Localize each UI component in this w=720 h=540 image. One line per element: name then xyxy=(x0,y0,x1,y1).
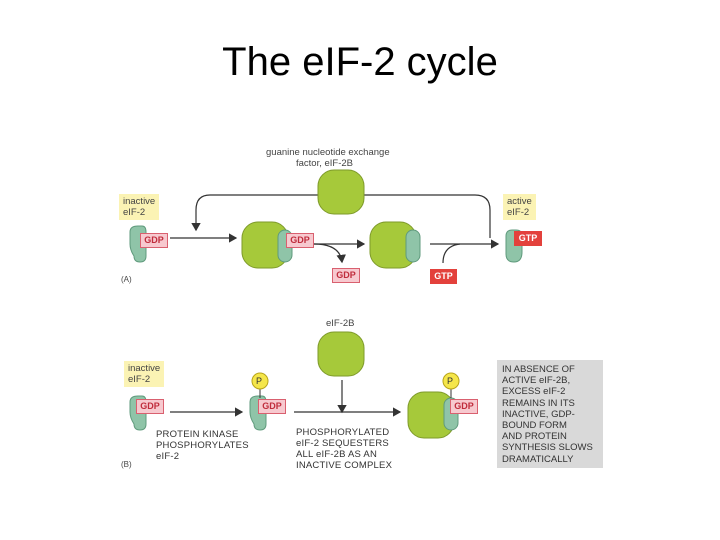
note-line: DRAMATICALLY xyxy=(502,453,574,465)
phosphate-label-1: P xyxy=(256,376,263,386)
gdp-tag-complex: GDP xyxy=(286,233,314,248)
gtp-tag-active: GTP xyxy=(514,231,542,246)
sequester-line4: INACTIVE COMPLEX xyxy=(296,460,393,471)
kinase-line1: PROTEIN KINASE xyxy=(156,429,239,440)
factor-label-line1: guanine nucleotide exchange xyxy=(266,147,390,158)
page-title: The eIF-2 cycle xyxy=(222,40,498,84)
inactive-eif2-label-b: inactive eIF-2 xyxy=(124,361,165,387)
inactive-b-line1: inactive xyxy=(128,363,161,374)
note-line: INACTIVE, GDP- xyxy=(502,408,575,420)
note-line: REMAINS IN ITS xyxy=(502,397,575,409)
inactive-line1: inactive xyxy=(123,196,156,207)
gdp-tag-b-mid: GDP xyxy=(258,399,286,414)
eif2b-blob-top xyxy=(317,169,365,215)
phosphate-label-2: P xyxy=(447,376,454,386)
gdp-tag-released: GDP xyxy=(332,268,360,283)
kinase-line3: eIF-2 xyxy=(156,451,180,462)
active-line1: active xyxy=(507,196,532,207)
eif2b-label-b: eIF-2B xyxy=(326,318,355,329)
active-line2: eIF-2 xyxy=(507,207,530,218)
sequester-line1: PHOSPHORYLATED xyxy=(296,427,390,438)
gdp-tag-b-left: GDP xyxy=(136,399,164,414)
active-eif2-label: active eIF-2 xyxy=(503,194,536,220)
complex-eif2-2 xyxy=(405,229,421,263)
inactive-b-line2: eIF-2 xyxy=(128,374,151,385)
arrow-gdp-release xyxy=(313,243,346,264)
phosphate-circle-1 xyxy=(251,372,269,390)
arrow-gtp-binding xyxy=(442,243,461,264)
explanatory-note: IN ABSENCE OF ACTIVE eIF-2B, EXCESS eIF-… xyxy=(497,360,603,468)
gdp-tag-left: GDP xyxy=(140,233,168,248)
sequester-line3: ALL eIF-2B AS AN xyxy=(296,449,377,460)
kinase-text: PROTEIN KINASE PHOSPHORYLATES eIF-2 xyxy=(156,429,249,462)
note-line: SYNTHESIS SLOWS xyxy=(502,442,593,454)
note-line: EXCESS eIF-2 xyxy=(502,386,566,398)
note-line: ACTIVE eIF-2B, xyxy=(502,375,571,387)
note-line: IN ABSENCE OF xyxy=(502,364,575,375)
sequester-text: PHOSPHORYLATED eIF-2 SEQUESTERS ALL eIF-… xyxy=(296,427,392,471)
gtp-tag-incoming: GTP xyxy=(430,269,457,284)
inactive-eif2-label: inactive eIF-2 xyxy=(119,194,160,220)
note-line: BOUND FORM xyxy=(502,420,567,432)
factor-label-line2: factor, eIF-2B xyxy=(296,158,354,169)
panel-b-label: (B) xyxy=(121,460,132,469)
gdp-tag-b-complex: GDP xyxy=(450,399,478,414)
eif2b-blob-b xyxy=(317,331,365,377)
inactive-line2: eIF-2 xyxy=(123,207,146,218)
kinase-line2: PHOSPHORYLATES xyxy=(156,440,249,451)
panel-a-label: (A) xyxy=(121,275,132,284)
sequester-line2: eIF-2 SEQUESTERS xyxy=(296,438,389,449)
note-line: AND PROTEIN xyxy=(502,431,567,443)
phosphate-circle-2 xyxy=(442,372,460,390)
